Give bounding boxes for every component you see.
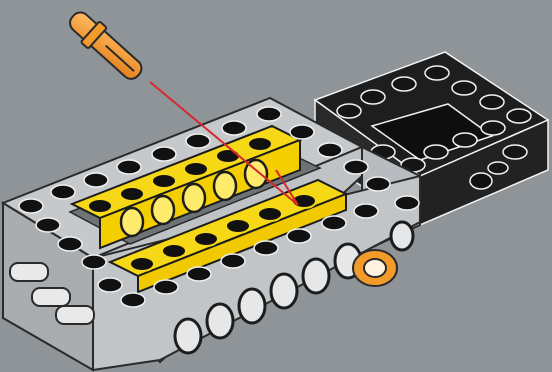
technic-pin-icon-right: [353, 250, 397, 286]
